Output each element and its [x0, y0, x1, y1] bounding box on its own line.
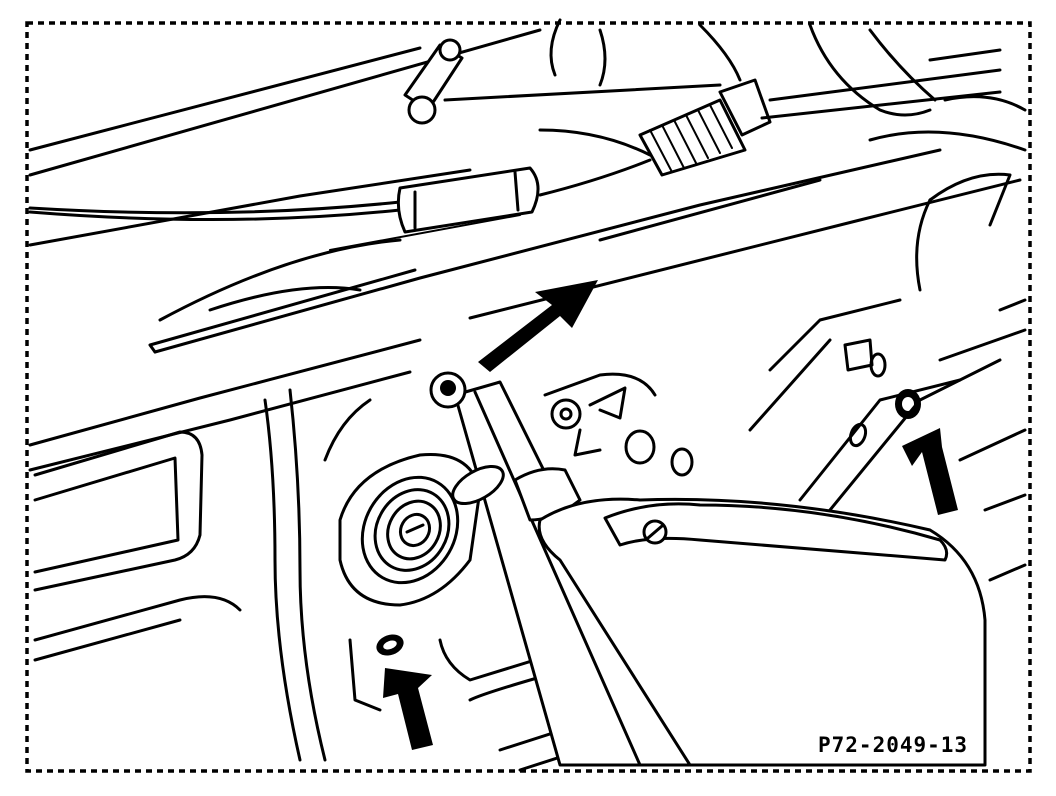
body-panel-lines — [28, 18, 1027, 472]
lower-bolt-arrow — [383, 668, 433, 750]
cable-assembly — [28, 38, 1002, 234]
removal-tool — [429, 371, 987, 767]
upper-right-bolt-arrow — [902, 428, 958, 515]
figure-reference-code: P72-2049-13 — [818, 733, 969, 757]
window-motor-unit — [338, 452, 482, 607]
pull-direction-arrow — [478, 280, 598, 372]
dashed-frame — [25, 21, 1032, 773]
right-frame-lines — [748, 298, 1027, 582]
direction-arrows — [383, 280, 958, 750]
bolt-holes — [376, 338, 921, 656]
